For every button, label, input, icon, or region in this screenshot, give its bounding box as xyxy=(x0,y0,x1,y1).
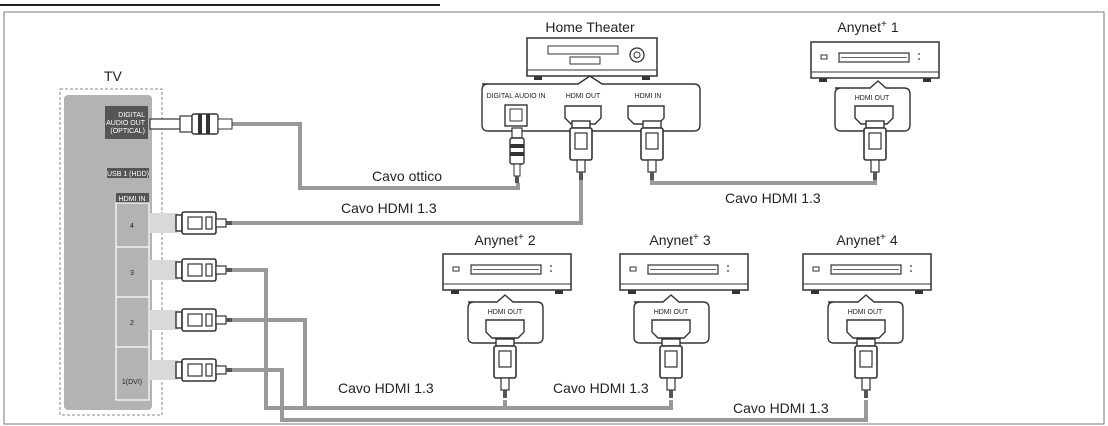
anynet3-hdmi-port xyxy=(651,319,691,339)
tv-hdmi1-plug xyxy=(175,358,233,382)
hdmi-cable-anynet2 xyxy=(232,268,507,410)
tv-optical-label-1: DIGITAL xyxy=(118,112,145,119)
anynet1-plug xyxy=(863,120,887,181)
cables xyxy=(232,122,877,422)
ht-optical-port xyxy=(504,104,528,127)
tv-hdmi2-plug xyxy=(175,308,233,332)
tv-optical-label-2: AUDIO OUT xyxy=(106,120,146,127)
ht-digital-audio-in-label: DIGITAL AUDIO IN xyxy=(486,93,545,100)
anynet4-hdmi-port xyxy=(846,319,886,339)
tv-usb-label: USB 1 (HDD) xyxy=(107,171,149,178)
anynet1-port-label: HDMI OUT xyxy=(855,95,890,102)
home-theater-unit xyxy=(526,37,658,80)
tv-hdmi-port-4: 4 xyxy=(130,223,134,230)
anynet1-title: Anynet+1 xyxy=(837,19,898,35)
tv-back-panel xyxy=(64,95,152,410)
hdmi-cable-ht-anynet1-label: Cavo HDMI 1.3 xyxy=(725,190,821,206)
tv-hdmi3-plug xyxy=(175,258,233,282)
optical-cable-label: Cavo ottico xyxy=(372,168,442,184)
anynet3-plug xyxy=(659,338,683,399)
tv-hdmi-port-3: 3 xyxy=(130,270,134,277)
tv-title: TV xyxy=(104,68,123,84)
tv-hdmi-in-header xyxy=(116,193,149,203)
anynet4-title: Anynet+4 xyxy=(836,232,897,248)
anynet1-device xyxy=(810,41,940,83)
anynet2-hdmi-port xyxy=(485,319,525,339)
tv-optical-label-3: (OPTICAL) xyxy=(110,128,145,135)
hdmi-cable-anynet3-label: Cavo HDMI 1.3 xyxy=(553,380,649,396)
hdmi-cable-anynet4-label: Cavo HDMI 1.3 xyxy=(733,400,829,416)
tv-optical-plug xyxy=(149,113,233,135)
hdmi-cable-anynet3 xyxy=(232,318,673,410)
anynet2-plug xyxy=(493,338,517,399)
hdmi-cable-anynet4 xyxy=(232,368,868,422)
ht-hdmi-out-label: HDMI OUT xyxy=(566,93,601,100)
home-theater-title: Home Theater xyxy=(545,19,635,35)
tv-dashed-outline xyxy=(59,88,163,416)
tv-hdmi-port-1: 1(DVI) xyxy=(122,379,142,386)
hdmi-cable-ht-anynet1 xyxy=(650,178,877,185)
anynet3-port-label: HDMI OUT xyxy=(654,309,689,316)
hdmi-cable-tv-ht xyxy=(232,178,583,225)
tv-optical-port xyxy=(105,106,148,139)
optical-cable xyxy=(232,122,520,190)
hdmi-cable-tv-ht-label: Cavo HDMI 1.3 xyxy=(341,200,437,216)
ht-hdmi-in-plug xyxy=(640,120,664,181)
anynet2-device xyxy=(442,253,572,295)
ht-hdmi-out-port xyxy=(564,105,602,125)
ht-optical-plug xyxy=(509,127,525,183)
anynet4-device xyxy=(802,253,932,295)
anynet4-port-label: HDMI OUT xyxy=(848,309,883,316)
anynet2-port-label: HDMI OUT xyxy=(488,309,523,316)
tv-hdmi4-plug xyxy=(175,211,233,235)
hdmi-cable-anynet2-label: Cavo HDMI 1.3 xyxy=(338,380,434,396)
diagram-frame xyxy=(3,11,1105,425)
anynet3-title: Anynet+3 xyxy=(649,232,710,248)
ht-hdmi-in-label: HDMI IN xyxy=(635,93,662,100)
tv-hdmi-port-2: 2 xyxy=(130,320,134,327)
tv-usb-port xyxy=(107,168,149,178)
tv-hdmi-group xyxy=(115,202,150,401)
anynet3-device xyxy=(619,253,749,295)
anynet2-title: Anynet+2 xyxy=(474,232,535,248)
anynet4-plug xyxy=(854,338,878,399)
tv-hdmi-in-label: HDMI IN xyxy=(119,196,146,203)
anynet1-hdmi-port xyxy=(854,105,894,125)
ht-hdmi-out-plug xyxy=(569,120,593,181)
